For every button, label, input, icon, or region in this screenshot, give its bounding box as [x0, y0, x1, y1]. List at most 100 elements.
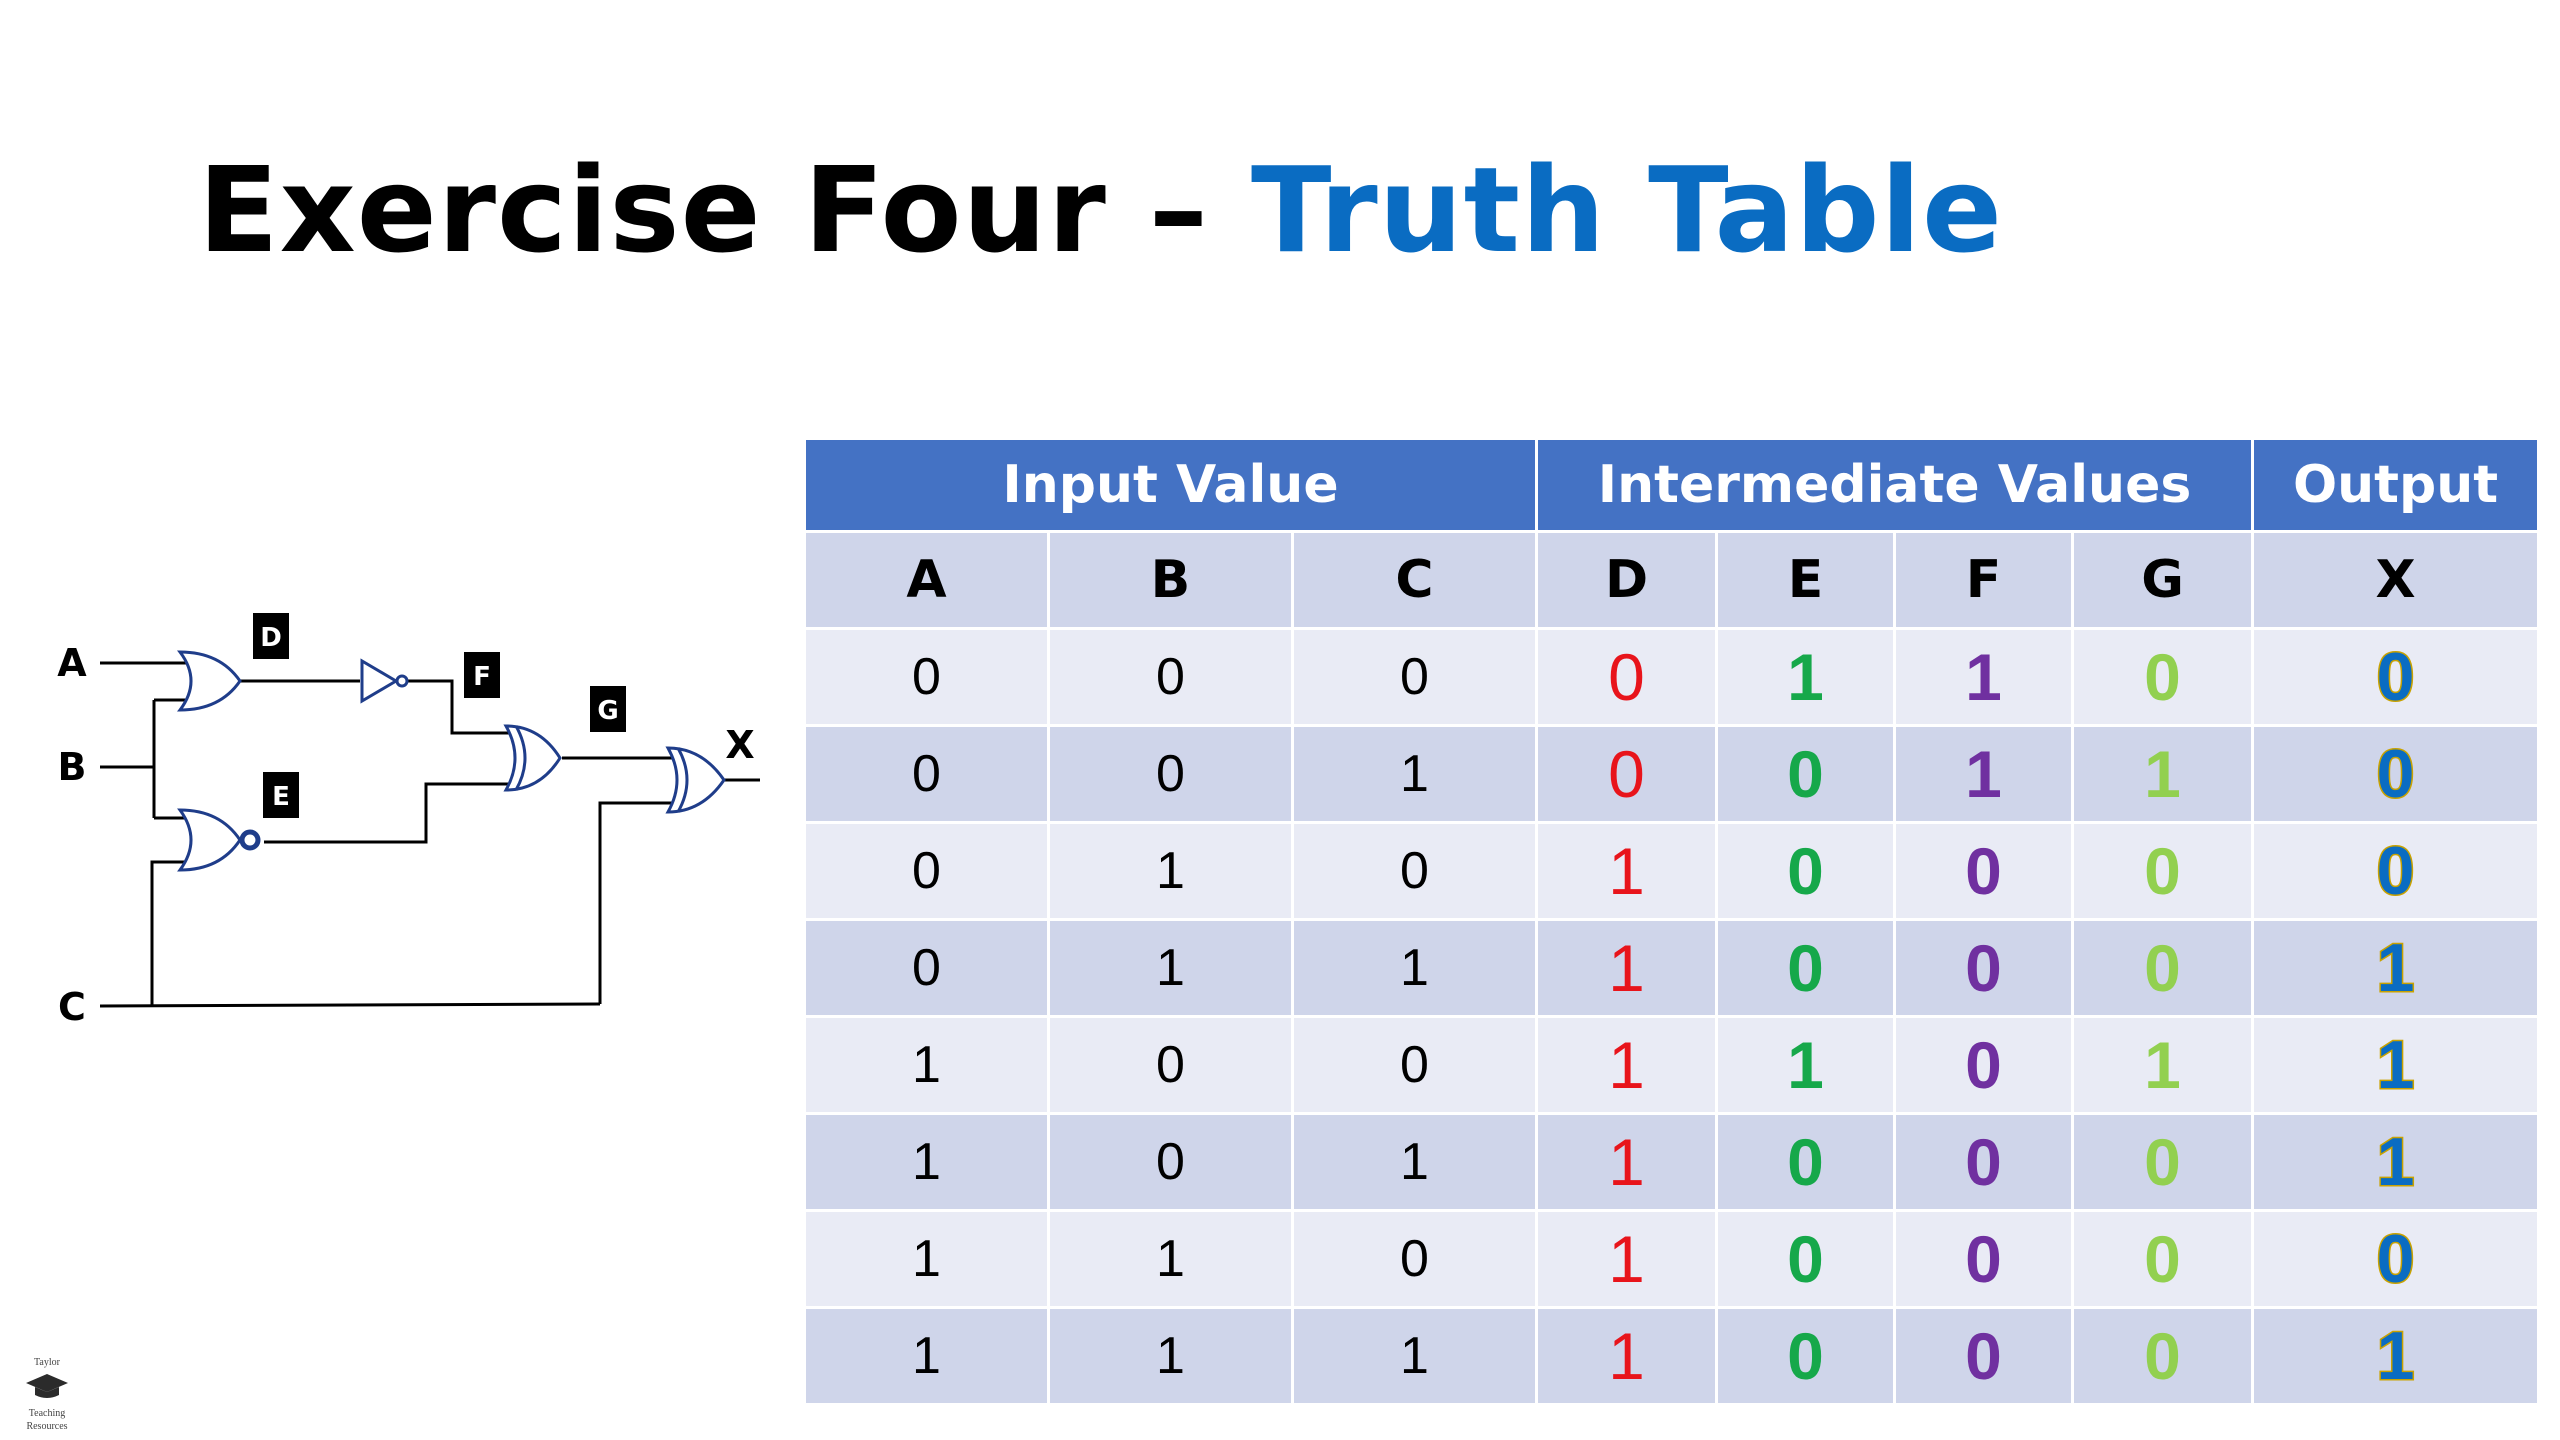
column-header-c: C — [1294, 533, 1539, 630]
cell-b: 1 — [1050, 1309, 1294, 1406]
cell-x: 1 — [2254, 921, 2541, 1018]
cell-c: 1 — [1294, 1309, 1539, 1406]
or-gate-g — [503, 724, 562, 792]
input-label-b: B — [58, 745, 87, 789]
title-main: Exercise Four – — [198, 141, 1251, 279]
label-box-g — [590, 686, 626, 732]
cell-x: 0 — [2254, 630, 2541, 727]
cell-e: 0 — [1718, 1309, 1897, 1406]
cell-f: 0 — [1896, 921, 2075, 1018]
nor-gate-e — [177, 808, 242, 872]
cell-b: 0 — [1050, 630, 1294, 727]
cell-x: 0 — [2254, 1212, 2541, 1309]
wire-c-to-final — [598, 801, 678, 1004]
cell-f: 0 — [1896, 824, 2075, 921]
cell-f: 1 — [1896, 630, 2075, 727]
cell-a: 0 — [806, 727, 1050, 824]
cell-g: 0 — [2074, 1115, 2255, 1212]
logo-line-1: Taylor — [34, 1357, 61, 1368]
cell-a: 1 — [806, 1115, 1050, 1212]
cell-e: 1 — [1718, 630, 1897, 727]
label-box-e — [263, 772, 299, 818]
table-row: 0 1 0 1 0 0 0 0 — [806, 824, 2541, 921]
table-row: 0 1 1 1 0 0 0 1 — [806, 921, 2541, 1018]
table-row: 0 0 0 0 1 1 0 0 — [806, 630, 2541, 727]
cell-c: 0 — [1294, 630, 1539, 727]
cell-x: 0 — [2254, 824, 2541, 921]
page-title: Exercise Four – Truth Table — [198, 140, 2003, 280]
input-label-c: C — [58, 985, 86, 1029]
table-row: 1 0 0 1 1 0 1 1 — [806, 1018, 2541, 1115]
group-header-intermediate: Intermediate Values — [1538, 440, 2255, 533]
cell-a: 0 — [806, 630, 1050, 727]
cell-d: 0 — [1538, 630, 1719, 727]
title-accent: Truth Table — [1250, 141, 2004, 279]
cell-b: 0 — [1050, 727, 1294, 824]
table-row: 1 1 1 1 0 0 0 1 — [806, 1309, 2541, 1406]
cell-f: 1 — [1896, 727, 2075, 824]
cell-d: 1 — [1538, 921, 1719, 1018]
cell-e: 0 — [1718, 921, 1897, 1018]
input-label-a: A — [57, 641, 87, 685]
wire-c-vertical — [150, 860, 190, 1006]
cell-b: 1 — [1050, 1212, 1294, 1309]
or-gate-g-back — [514, 725, 527, 791]
cell-c: 0 — [1294, 1018, 1539, 1115]
or-gate-x-back — [676, 747, 689, 813]
table-row: 0 0 1 0 0 1 1 0 — [806, 727, 2541, 824]
column-header-x: X — [2254, 533, 2541, 630]
cell-c: 0 — [1294, 1212, 1539, 1309]
cell-g: 0 — [2074, 1212, 2255, 1309]
column-header-a: A — [806, 533, 1050, 630]
cell-g: 1 — [2074, 727, 2255, 824]
cell-a: 1 — [806, 1212, 1050, 1309]
cell-g: 0 — [2074, 1309, 2255, 1406]
cell-d: 1 — [1538, 1309, 1719, 1406]
cell-d: 1 — [1538, 1212, 1719, 1309]
logo-line-2: Teaching — [29, 1408, 66, 1419]
cell-c: 1 — [1294, 727, 1539, 824]
label-box-d — [253, 613, 289, 659]
cell-x: 1 — [2254, 1115, 2541, 1212]
output-label-x: X — [725, 723, 754, 767]
group-header-output: Output — [2254, 440, 2541, 533]
cell-c: 1 — [1294, 921, 1539, 1018]
cell-d: 1 — [1538, 1115, 1719, 1212]
table-row: 1 0 1 1 0 0 0 1 — [806, 1115, 2541, 1212]
column-header-f: F — [1896, 533, 2075, 630]
column-header-d: D — [1538, 533, 1719, 630]
cell-c: 1 — [1294, 1115, 1539, 1212]
cell-e: 0 — [1718, 727, 1897, 824]
cell-x: 0 — [2254, 727, 2541, 824]
gate-label-d: D — [260, 623, 282, 653]
cell-x: 1 — [2254, 1309, 2541, 1406]
cell-b: 0 — [1050, 1018, 1294, 1115]
nor-gate-bubble — [239, 829, 261, 851]
cell-d: 0 — [1538, 727, 1719, 824]
cell-a: 0 — [806, 824, 1050, 921]
gate-label-g: G — [597, 696, 618, 726]
cell-e: 0 — [1718, 1115, 1897, 1212]
cell-g: 1 — [2074, 1018, 2255, 1115]
cell-f: 0 — [1896, 1212, 2075, 1309]
or-gate-d — [176, 650, 242, 712]
not-gate-bubble — [395, 674, 409, 688]
cell-e: 1 — [1718, 1018, 1897, 1115]
logic-circuit-diagram: D F G E A B C X — [57, 613, 760, 1029]
cell-a: 0 — [806, 921, 1050, 1018]
cell-a: 1 — [806, 1309, 1050, 1406]
cell-b: 0 — [1050, 1115, 1294, 1212]
cell-f: 0 — [1896, 1115, 2075, 1212]
cell-a: 1 — [806, 1018, 1050, 1115]
label-box-f — [464, 652, 500, 698]
group-header-input: Input Value — [806, 440, 1539, 533]
cell-g: 0 — [2074, 630, 2255, 727]
logo-line-3: Resources — [26, 1421, 67, 1432]
cell-f: 0 — [1896, 1018, 2075, 1115]
cell-b: 1 — [1050, 921, 1294, 1018]
not-gate-f — [360, 658, 399, 704]
cell-e: 0 — [1718, 1212, 1897, 1309]
column-header-b: B — [1050, 533, 1294, 630]
or-gate-x — [665, 746, 726, 814]
truth-table: Input Value Intermediate Values Output A… — [806, 440, 2541, 1406]
